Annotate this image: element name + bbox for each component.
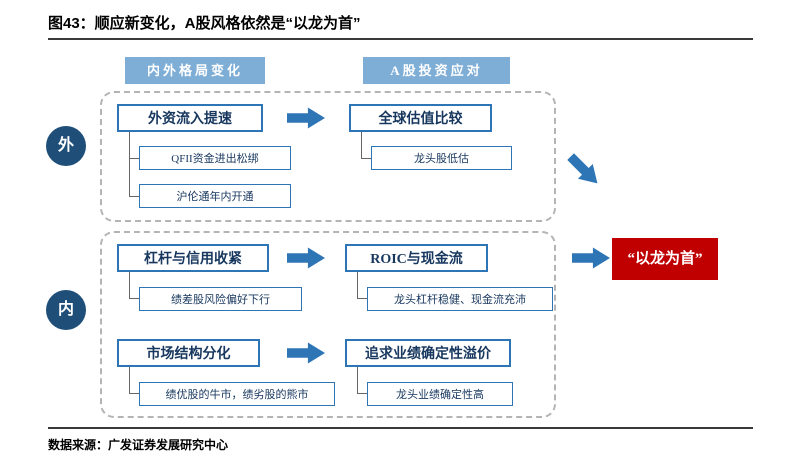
bottom-divider <box>48 427 753 429</box>
sub-item-bull-bear: 绩优股的牛市，绩劣股的熊市 <box>139 382 335 406</box>
group-external <box>100 91 556 222</box>
connector-line <box>129 298 139 299</box>
connector-line <box>361 158 371 159</box>
sub-item-weak-stock-risk: 绩差股风险偏好下行 <box>139 287 302 311</box>
connector-line <box>129 393 139 394</box>
connector-line <box>129 158 139 159</box>
badge-internal: 内 <box>46 290 86 330</box>
box-certainty-premium: 追求业绩确定性溢价 <box>345 339 511 367</box>
connector-line <box>129 367 130 394</box>
group-internal <box>100 231 556 418</box>
sub-item-qfii: QFII资金进出松绑 <box>139 146 291 170</box>
box-leverage-credit: 杠杆与信用收紧 <box>117 244 269 272</box>
diagonal-arrow-icon <box>563 149 605 191</box>
result-box: “以龙为首” <box>612 238 718 280</box>
sub-item-shanghai-london: 沪伦通年内开通 <box>139 184 291 208</box>
connector-line <box>357 367 358 394</box>
box-global-valuation: 全球估值比较 <box>349 104 492 132</box>
right-arrow-icon <box>572 247 610 269</box>
right-arrow-icon <box>287 247 325 269</box>
right-arrow-icon <box>287 107 325 129</box>
right-arrow-icon <box>287 342 325 364</box>
figure-title: 图43：顺应新变化，A股风格依然是“以龙为首” <box>48 15 361 32</box>
connector-line <box>129 272 130 299</box>
connector-line <box>361 132 362 158</box>
connector-line <box>129 132 130 196</box>
header-chip-investment-response: A股投资应对 <box>363 57 510 84</box>
connector-line <box>129 196 139 197</box>
sub-item-leaders-cashflow: 龙头杠杆稳健、现金流充沛 <box>367 287 553 311</box>
sub-item-leaders-certainty: 龙头业绩确定性高 <box>367 382 513 406</box>
title-divider <box>48 38 753 40</box>
box-market-structure: 市场结构分化 <box>117 339 260 367</box>
connector-line <box>357 272 358 299</box>
sub-item-leaders-undervalued: 龙头股低估 <box>371 146 512 170</box>
box-foreign-inflow: 外资流入提速 <box>117 104 263 132</box>
source-note: 数据来源：广发证券发展研究中心 <box>48 438 229 452</box>
badge-external: 外 <box>46 126 86 166</box>
connector-line <box>357 393 367 394</box>
box-roic-cashflow: ROIC与现金流 <box>345 244 488 272</box>
header-chip-pattern-change: 内外格局变化 <box>125 57 265 84</box>
connector-line <box>357 298 367 299</box>
